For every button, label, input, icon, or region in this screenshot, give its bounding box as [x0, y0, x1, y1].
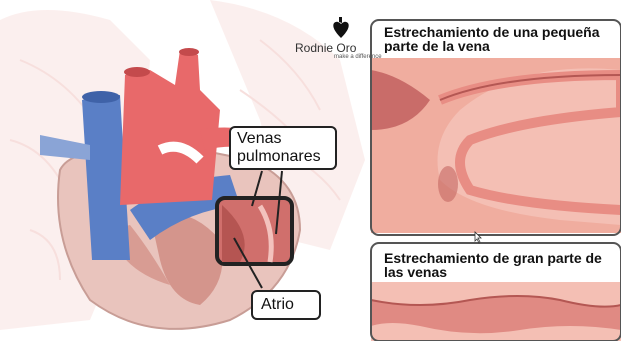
callout-atrium: Atrio: [251, 290, 321, 320]
bottom-panel-title: Estrechamiento de gran parte de las vena…: [384, 251, 620, 279]
top-panel-title: Estrechamiento de una pequeña parte de l…: [384, 25, 620, 53]
callout-pulmonary-veins-label: Venas pulmonares: [237, 130, 321, 165]
callout-atrium-label: Atrio: [261, 296, 294, 313]
logo-tagline: make a difference: [334, 54, 382, 60]
atrium-zoom-box: [217, 198, 292, 264]
logo-name: Rodnie Oro: [295, 41, 356, 55]
callout-pulmonary-veins: Venas pulmonares: [229, 126, 337, 170]
heart-logo-icon: [333, 17, 348, 38]
